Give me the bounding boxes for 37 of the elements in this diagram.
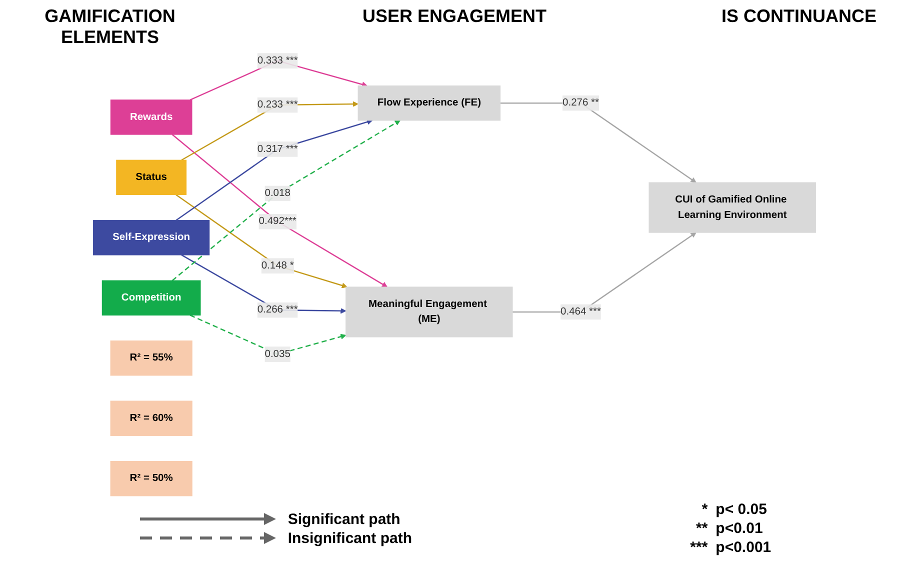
arrow bbox=[181, 254, 346, 314]
arrow bbox=[172, 120, 400, 282]
node-box: R² = 55% bbox=[110, 340, 192, 376]
edge-label: 0.464 *** bbox=[560, 306, 601, 318]
edge-label: 0.266 *** bbox=[257, 304, 298, 316]
column-heading: GAMIFICATION ELEMENTS bbox=[44, 6, 176, 48]
arrow bbox=[181, 101, 358, 161]
node-box: Rewards bbox=[110, 100, 192, 135]
node-box: Flow Experience (FE) bbox=[358, 85, 501, 121]
edge-label: 0.233 *** bbox=[257, 99, 298, 110]
edge-label: 0.276 ** bbox=[562, 97, 599, 108]
edge-label: 0.035 bbox=[264, 348, 290, 360]
edge-label: 0.333 *** bbox=[257, 55, 298, 66]
node-box: Competition bbox=[102, 280, 201, 316]
edge-label: 0.492*** bbox=[258, 216, 296, 227]
legend-text: Insignificant path bbox=[288, 530, 412, 546]
column-heading: IS CONTINUANCE bbox=[720, 6, 878, 28]
significance-stars: *** bbox=[689, 539, 708, 556]
p-value-text: p<0.01 bbox=[716, 520, 764, 537]
significance-stars: ** bbox=[694, 520, 708, 537]
node-box: R² = 50% bbox=[110, 460, 192, 496]
arrow bbox=[172, 134, 388, 288]
node-box: Self-Expression bbox=[93, 220, 210, 256]
significance-stars: * bbox=[700, 501, 708, 518]
edge-label: 0.018 bbox=[264, 188, 290, 199]
node-box: R² = 60% bbox=[110, 400, 192, 436]
edge-label: 0.148 * bbox=[261, 260, 294, 271]
node-box: CUI of Gamified Online Learning Environment bbox=[648, 182, 816, 233]
p-value-text: p< 0.05 bbox=[716, 501, 768, 518]
p-value-text: p<0.001 bbox=[716, 539, 772, 556]
arrow bbox=[176, 194, 348, 288]
node-box: Meaningful Engagement (ME) bbox=[346, 286, 513, 338]
edge-label: 0.317 *** bbox=[257, 143, 298, 154]
column-heading: USER ENGAGEMENT bbox=[361, 6, 548, 28]
node-box: Status bbox=[116, 160, 187, 196]
arrow bbox=[176, 119, 373, 221]
legend-text: Significant path bbox=[288, 510, 400, 528]
